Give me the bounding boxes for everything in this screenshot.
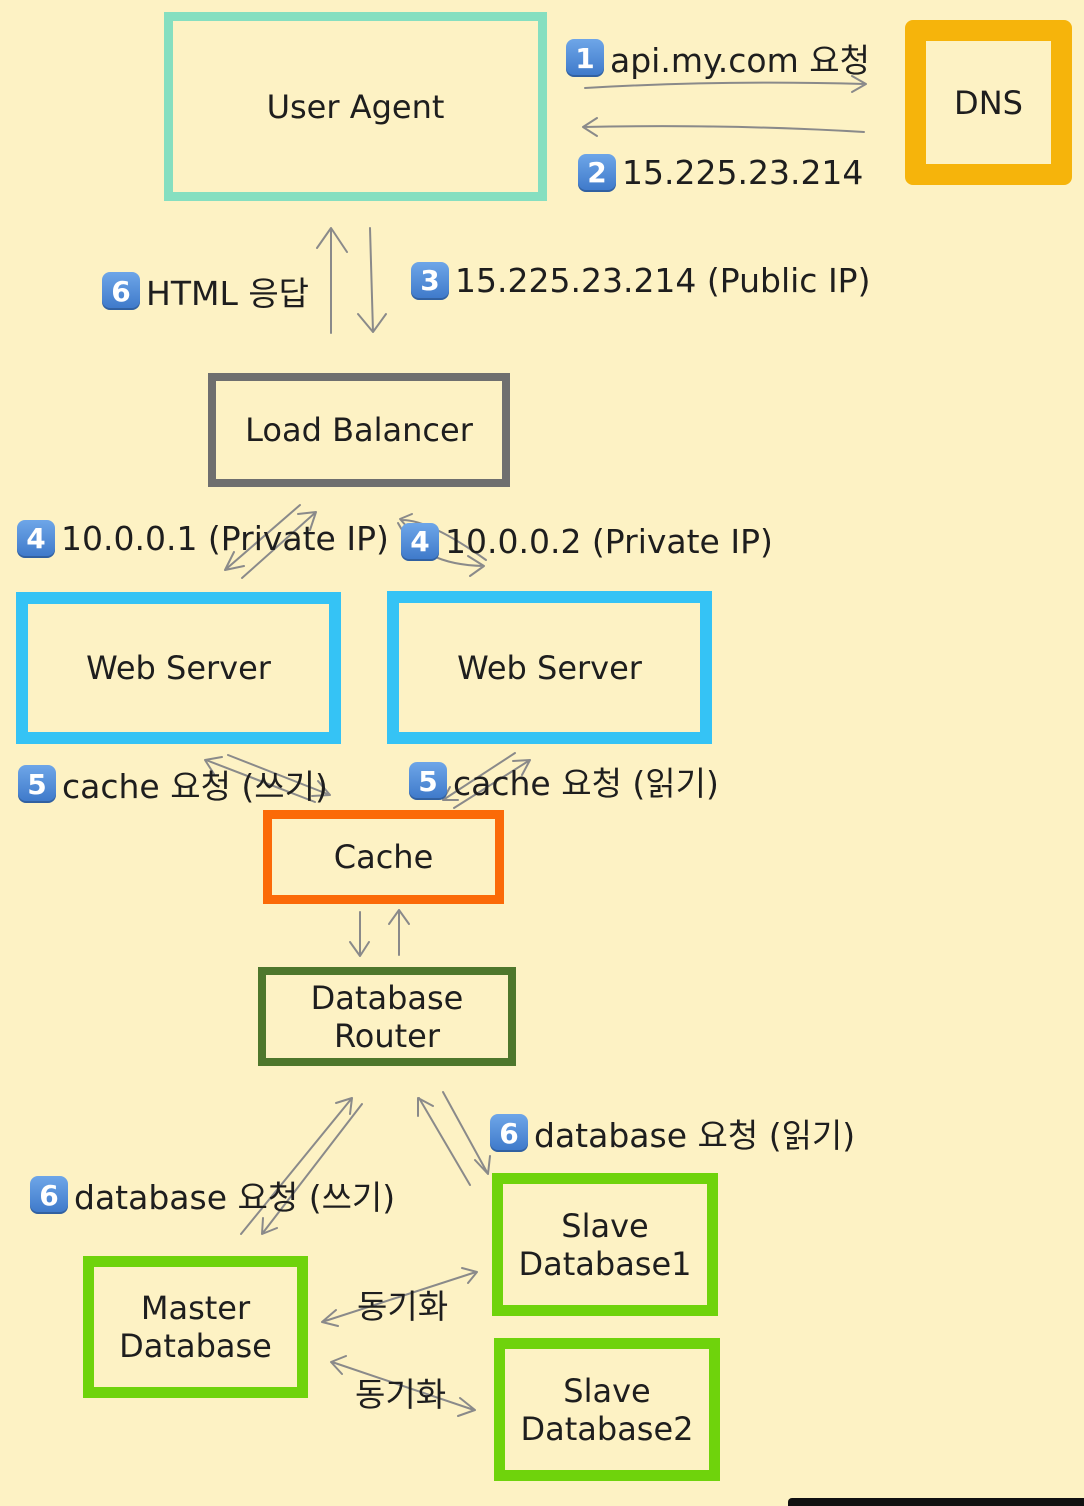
step-5a-badge: 5 [18,765,56,803]
master-database-label-line1: Master [140,1289,251,1327]
web-server-2-node: Web Server [387,591,712,744]
sync-label-2: 동기화 [355,1375,447,1414]
step-6-write-badge: 6 [30,1176,68,1214]
user-agent-label: User Agent [266,87,445,126]
step-6-write-text: database 요청 (쓰기) [74,1178,396,1217]
user-agent-node: User Agent [164,12,547,201]
arrow-master-to-router [240,1097,353,1235]
master-database-label-line2: Database [119,1327,272,1365]
database-router-label-line2: Router [333,1016,441,1055]
step-6-read-badge: 6 [490,1114,528,1152]
master-database-node: Master Database [83,1256,308,1398]
dns-node: DNS [905,20,1072,185]
web-server-1-node: Web Server [16,592,341,744]
load-balancer-label: Load Balancer [245,411,473,449]
step-6-html-label: 6 HTML 응답 [102,267,309,315]
step-4b-badge: 4 [401,522,439,561]
step-5b-label: 5 cache 요청 (읽기) [409,757,719,805]
step-6-read-text: database 요청 (읽기) [534,1116,856,1155]
slave-database-2-label-line2: Database2 [520,1409,694,1448]
step-2-label: 2 15.225.23.214 [578,153,863,192]
step-5b-badge: 5 [409,762,447,800]
step-6-html-text: HTML 응답 [146,274,310,313]
arrow-dns-to-ua [582,117,865,137]
arrow-ws1-to-cache [227,754,331,797]
step-3-badge: 3 [411,261,449,300]
step-6-write-label: 6 database 요청 (쓰기) [30,1171,395,1219]
web-server-2-label: Web Server [457,648,642,687]
step-4a-label: 4 10.0.0.1 (Private IP) [17,519,389,558]
arrow-slave1-to-router [417,1097,471,1186]
home-indicator-bar [788,1498,1084,1506]
arrow-lb-to-ua [316,227,348,334]
step-4b-text: 10.0.0.2 (Private IP) [445,522,773,561]
arrow-ws2-to-cache [442,752,516,801]
arrow-cache-to-router [349,911,370,957]
slave-database-1-label-line2: Database1 [518,1244,692,1283]
web-server-1-label: Web Server [86,649,271,687]
step-3-label: 3 15.225.23.214 (Public IP) [411,261,870,300]
step-5a-text: cache 요청 (쓰기) [62,767,328,806]
arrow-sync-master-slave2 [330,1355,476,1417]
slave-database-1-node: Slave Database1 [492,1173,718,1316]
step-1-label: 1 api.my.com 요청 [566,34,870,82]
arrow-ws1-to-lb [241,511,317,579]
arrow-ua-to-dns [584,75,867,93]
step-1-badge: 1 [566,39,604,77]
step-1-text: api.my.com 요청 [610,41,870,80]
step-2-text: 15.225.23.214 [622,153,864,192]
step-6-html-badge: 6 [102,272,140,310]
arrow-cache-to-ws1 [204,756,316,803]
step-4a-badge: 4 [17,519,55,558]
arrow-sync-master-slave1 [321,1267,478,1327]
step-4a-text: 10.0.0.1 (Private IP) [61,519,389,558]
step-6-read-label: 6 database 요청 (읽기) [490,1109,855,1157]
database-router-label-line1: Database [310,978,464,1017]
slave-database-2-node: Slave Database2 [494,1338,720,1481]
arrow-lb-to-ws1 [224,504,301,571]
slave-database-2-label-line1: Slave [563,1371,651,1410]
step-2-badge: 2 [578,153,616,192]
cache-node: Cache [263,810,504,904]
arrow-ua-to-lb [357,227,387,333]
step-5b-text: cache 요청 (읽기) [453,764,719,803]
arrow-router-to-cache [388,909,410,956]
step-4b-label: 4 10.0.0.2 (Private IP) [401,522,773,561]
dns-label: DNS [954,83,1023,122]
load-balancer-node: Load Balancer [208,373,510,487]
step-5a-label: 5 cache 요청 (쓰기) [18,760,328,808]
sync-label-1: 동기화 [357,1287,449,1326]
database-router-node: Database Router [258,967,516,1066]
arrow-cache-to-ws2 [453,759,531,809]
slave-database-1-label-line1: Slave [561,1206,649,1245]
arrow-router-to-master [261,1103,363,1235]
arrow-router-to-slave1 [442,1091,491,1175]
cache-label: Cache [333,838,434,876]
step-3-text: 15.225.23.214 (Public IP) [455,261,871,300]
